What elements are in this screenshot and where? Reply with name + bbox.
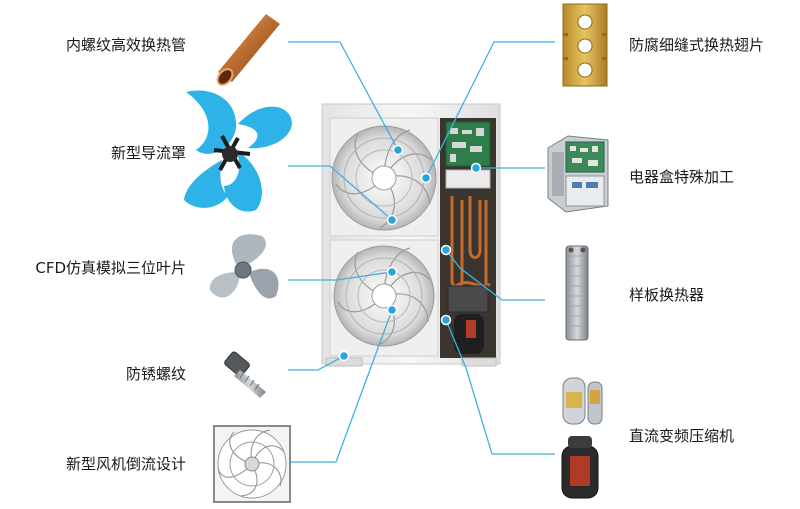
label-fin: 防腐细缝式换热翅片 <box>629 36 765 54</box>
callout-line-shroud <box>288 165 393 221</box>
plate-exchanger-image <box>565 245 589 341</box>
outdoor-unit <box>321 103 501 367</box>
fan-guard-image <box>213 425 291 503</box>
callout-dots <box>338 144 482 362</box>
callout-lines <box>288 41 555 463</box>
callout-line-compressor <box>445 319 555 455</box>
label-screw: 防锈螺纹 <box>125 365 186 383</box>
screw-image <box>224 351 266 398</box>
compressor-image <box>561 377 603 499</box>
callout-line-fan-guard <box>290 309 393 463</box>
label-fan-blade: CFD仿真模拟三位叶片 <box>35 259 186 277</box>
label-control-box: 电器盒特殊加工 <box>629 168 735 186</box>
lower-fan-grill <box>329 239 439 357</box>
label-plate-exchanger: 样板换热器 <box>629 286 705 304</box>
control-box-image <box>547 135 609 213</box>
label-compressor: 直流变频压缩机 <box>629 427 735 445</box>
callout-line-fan-blade <box>288 271 393 281</box>
upper-fan-grill <box>329 117 439 237</box>
fan-blade-image <box>209 234 279 299</box>
callout-line-fin <box>425 41 555 179</box>
fin-image <box>562 3 608 87</box>
label-shroud: 新型导流罩 <box>110 144 186 162</box>
callout-line-copper-tube <box>288 41 399 151</box>
label-copper-tube: 内螺纹高效换热管 <box>65 36 186 54</box>
copper-tube-image <box>216 14 280 86</box>
label-fan-guard: 新型风机倒流设计 <box>65 455 186 473</box>
shroud-image <box>184 90 292 212</box>
callout-line-plate-exchanger <box>445 249 545 301</box>
callout-line-screw <box>288 355 345 371</box>
